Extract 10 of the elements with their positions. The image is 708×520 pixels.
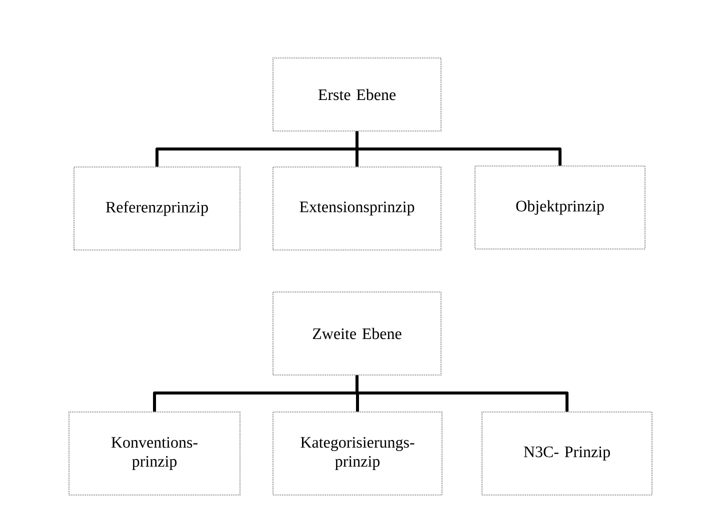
text-box: Referenzprinzip [74,166,240,250]
text-box: Zweite Ebene [272,292,442,376]
text-box: Kategorisierungs- prinzip [272,412,442,496]
text-box: Konventions- prinzip [68,412,240,496]
text-box: N3C- Prinzip [482,412,652,496]
connector-line [356,131,562,166]
text-box: Extensionsprinzip [272,166,442,250]
text-box: Objektprinzip [474,166,646,250]
connector-line [356,375,568,412]
text-box: Erste Ebene [272,58,442,132]
